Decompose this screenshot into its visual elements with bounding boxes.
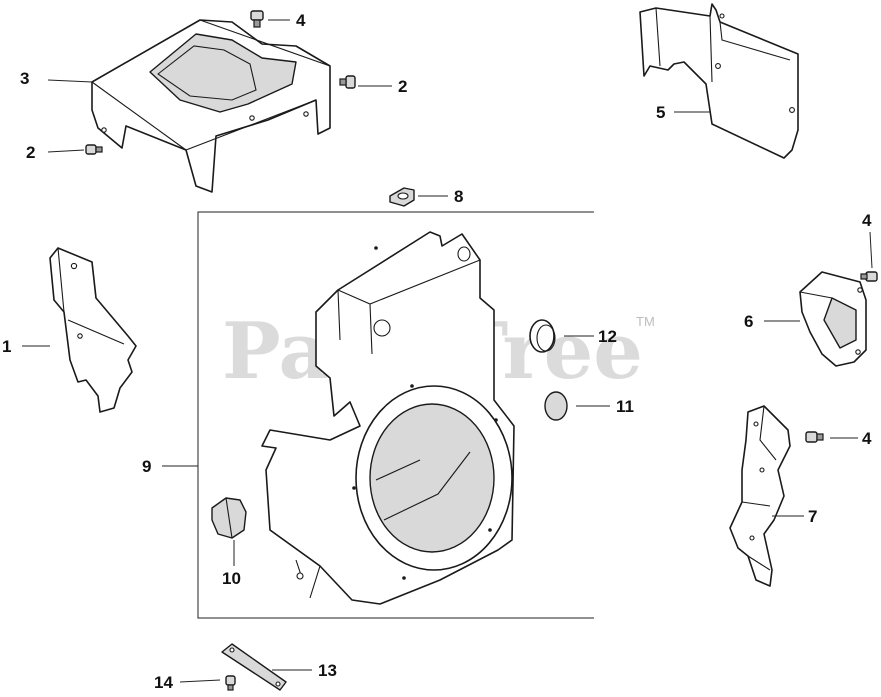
callout-7[interactable]: 7 — [808, 507, 817, 526]
callout-14[interactable]: 14 — [154, 673, 173, 692]
callout-1[interactable]: 1 — [2, 337, 11, 356]
part-4-bolt-right-upper[interactable] — [860, 271, 878, 282]
part-13-plate[interactable] — [221, 643, 287, 691]
callout-12[interactable]: 12 — [598, 327, 617, 346]
part-2-bolt-left[interactable] — [85, 144, 103, 155]
part-10-cap[interactable] — [211, 497, 247, 539]
part-1-bracket[interactable] — [49, 247, 137, 413]
callout-5[interactable]: 5 — [656, 103, 665, 122]
part-2-bolt-right[interactable] — [339, 75, 356, 89]
part-7-bracket[interactable] — [729, 405, 791, 587]
callout-4-right-lower[interactable]: 4 — [862, 429, 872, 448]
callout-4-right-upper[interactable]: 4 — [862, 211, 872, 230]
callout-11[interactable]: 11 — [616, 397, 634, 416]
part-9-blower-housing[interactable] — [261, 231, 515, 605]
callout-10[interactable]: 10 — [222, 569, 241, 588]
part-5-baffle[interactable] — [639, 3, 799, 159]
part-3-top-shroud[interactable] — [91, 19, 331, 193]
leader-lines — [22, 19, 873, 683]
callout-labels: 3 4 2 2 5 8 1 4 6 12 11 9 4 7 10 13 14 — [2, 11, 872, 692]
callout-9[interactable]: 9 — [142, 457, 151, 476]
callout-2-left[interactable]: 2 — [26, 143, 35, 162]
part-14-screw[interactable] — [225, 675, 236, 691]
part-4-bolt-right-lower[interactable] — [805, 431, 824, 443]
callout-3[interactable]: 3 — [20, 69, 29, 88]
callout-2-right[interactable]: 2 — [398, 77, 407, 96]
callout-8[interactable]: 8 — [454, 187, 463, 206]
callout-6[interactable]: 6 — [744, 312, 753, 331]
callout-13[interactable]: 13 — [318, 661, 337, 680]
part-8-grommet[interactable] — [389, 187, 415, 207]
watermark-trademark: TM — [636, 314, 655, 329]
part-12-plug[interactable] — [529, 319, 556, 353]
part-6-cover[interactable] — [799, 271, 867, 367]
part-11-plug[interactable] — [544, 391, 568, 421]
callout-4-top[interactable]: 4 — [296, 11, 306, 30]
blower-housing-frame — [197, 211, 594, 619]
part-4-bolt-top[interactable] — [250, 10, 264, 28]
